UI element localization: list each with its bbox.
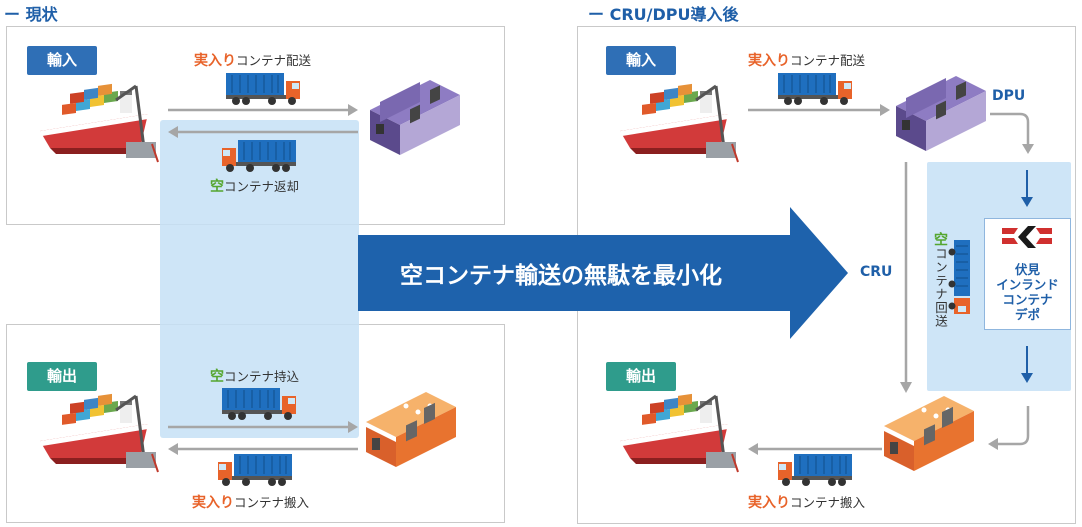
ship-icon (618, 392, 740, 474)
ship-icon (618, 82, 740, 164)
depot-name: 伏見 インランド コンテナ デポ (984, 262, 1071, 322)
warehouse-icon (896, 76, 986, 151)
ship-icon (38, 82, 160, 164)
after-cru-dpu-title: ー CRU/DPU導入後 (588, 5, 739, 24)
arrow-left-icon (168, 443, 358, 455)
truck-icon (221, 139, 297, 173)
arrow-left-icon (748, 443, 882, 455)
depot-name-line: 伏見 (1014, 262, 1040, 277)
export-full-label-left: 実入りコンテナ搬入 (192, 495, 310, 511)
empty-container-highlight (160, 120, 359, 438)
depot-logo-icon (1002, 226, 1052, 248)
big-arrow (358, 207, 848, 339)
factory-icon (366, 392, 456, 467)
import-badge-right: 輸入 (606, 46, 676, 75)
depot-name-line: デポ (1014, 307, 1040, 322)
arrow-left-icon (168, 126, 358, 138)
depot-name-line: コンテナ (1002, 292, 1053, 307)
cru-arrow-icon (900, 162, 912, 393)
truck-icon (221, 387, 297, 421)
center-message: 空コンテナ輸送の無駄を最小化 (400, 263, 722, 289)
truck-icon (777, 453, 853, 487)
warehouse-icon (370, 80, 460, 155)
return-arrow-icon (988, 406, 1030, 450)
arrow-right-icon (748, 104, 890, 116)
dpu-label: DPU (992, 88, 1026, 104)
export-empty-label-left: 空コンテナ持込 (210, 369, 300, 385)
empty-return-label: 空コンテナ回送 (932, 232, 948, 328)
factory-icon (884, 396, 974, 471)
import-full-label-right: 実入りコンテナ配送 (748, 53, 866, 69)
import-badge-left: 輸入 (27, 46, 97, 75)
import-empty-label-left: 空コンテナ返却 (210, 179, 300, 195)
export-badge-left: 輸出 (27, 362, 97, 391)
cru-label: CRU (860, 264, 893, 280)
truck-icon (217, 453, 293, 487)
export-full-label-right: 実入りコンテナ搬入 (748, 495, 866, 511)
import-full-label-left: 実入りコンテナ配送 (194, 53, 312, 69)
down-arrow-icon (1021, 346, 1033, 383)
export-badge-right: 輸出 (606, 362, 676, 391)
down-arrow-icon (1021, 170, 1033, 207)
truck-icon (948, 240, 970, 314)
arrow-right-icon (168, 104, 358, 116)
depot-name-line: インランド (996, 277, 1059, 292)
arrow-right-icon (168, 421, 358, 433)
dpu-arrow-icon (990, 112, 1034, 154)
current-state-title: ー 現状 (4, 5, 58, 24)
ship-icon (38, 392, 160, 474)
